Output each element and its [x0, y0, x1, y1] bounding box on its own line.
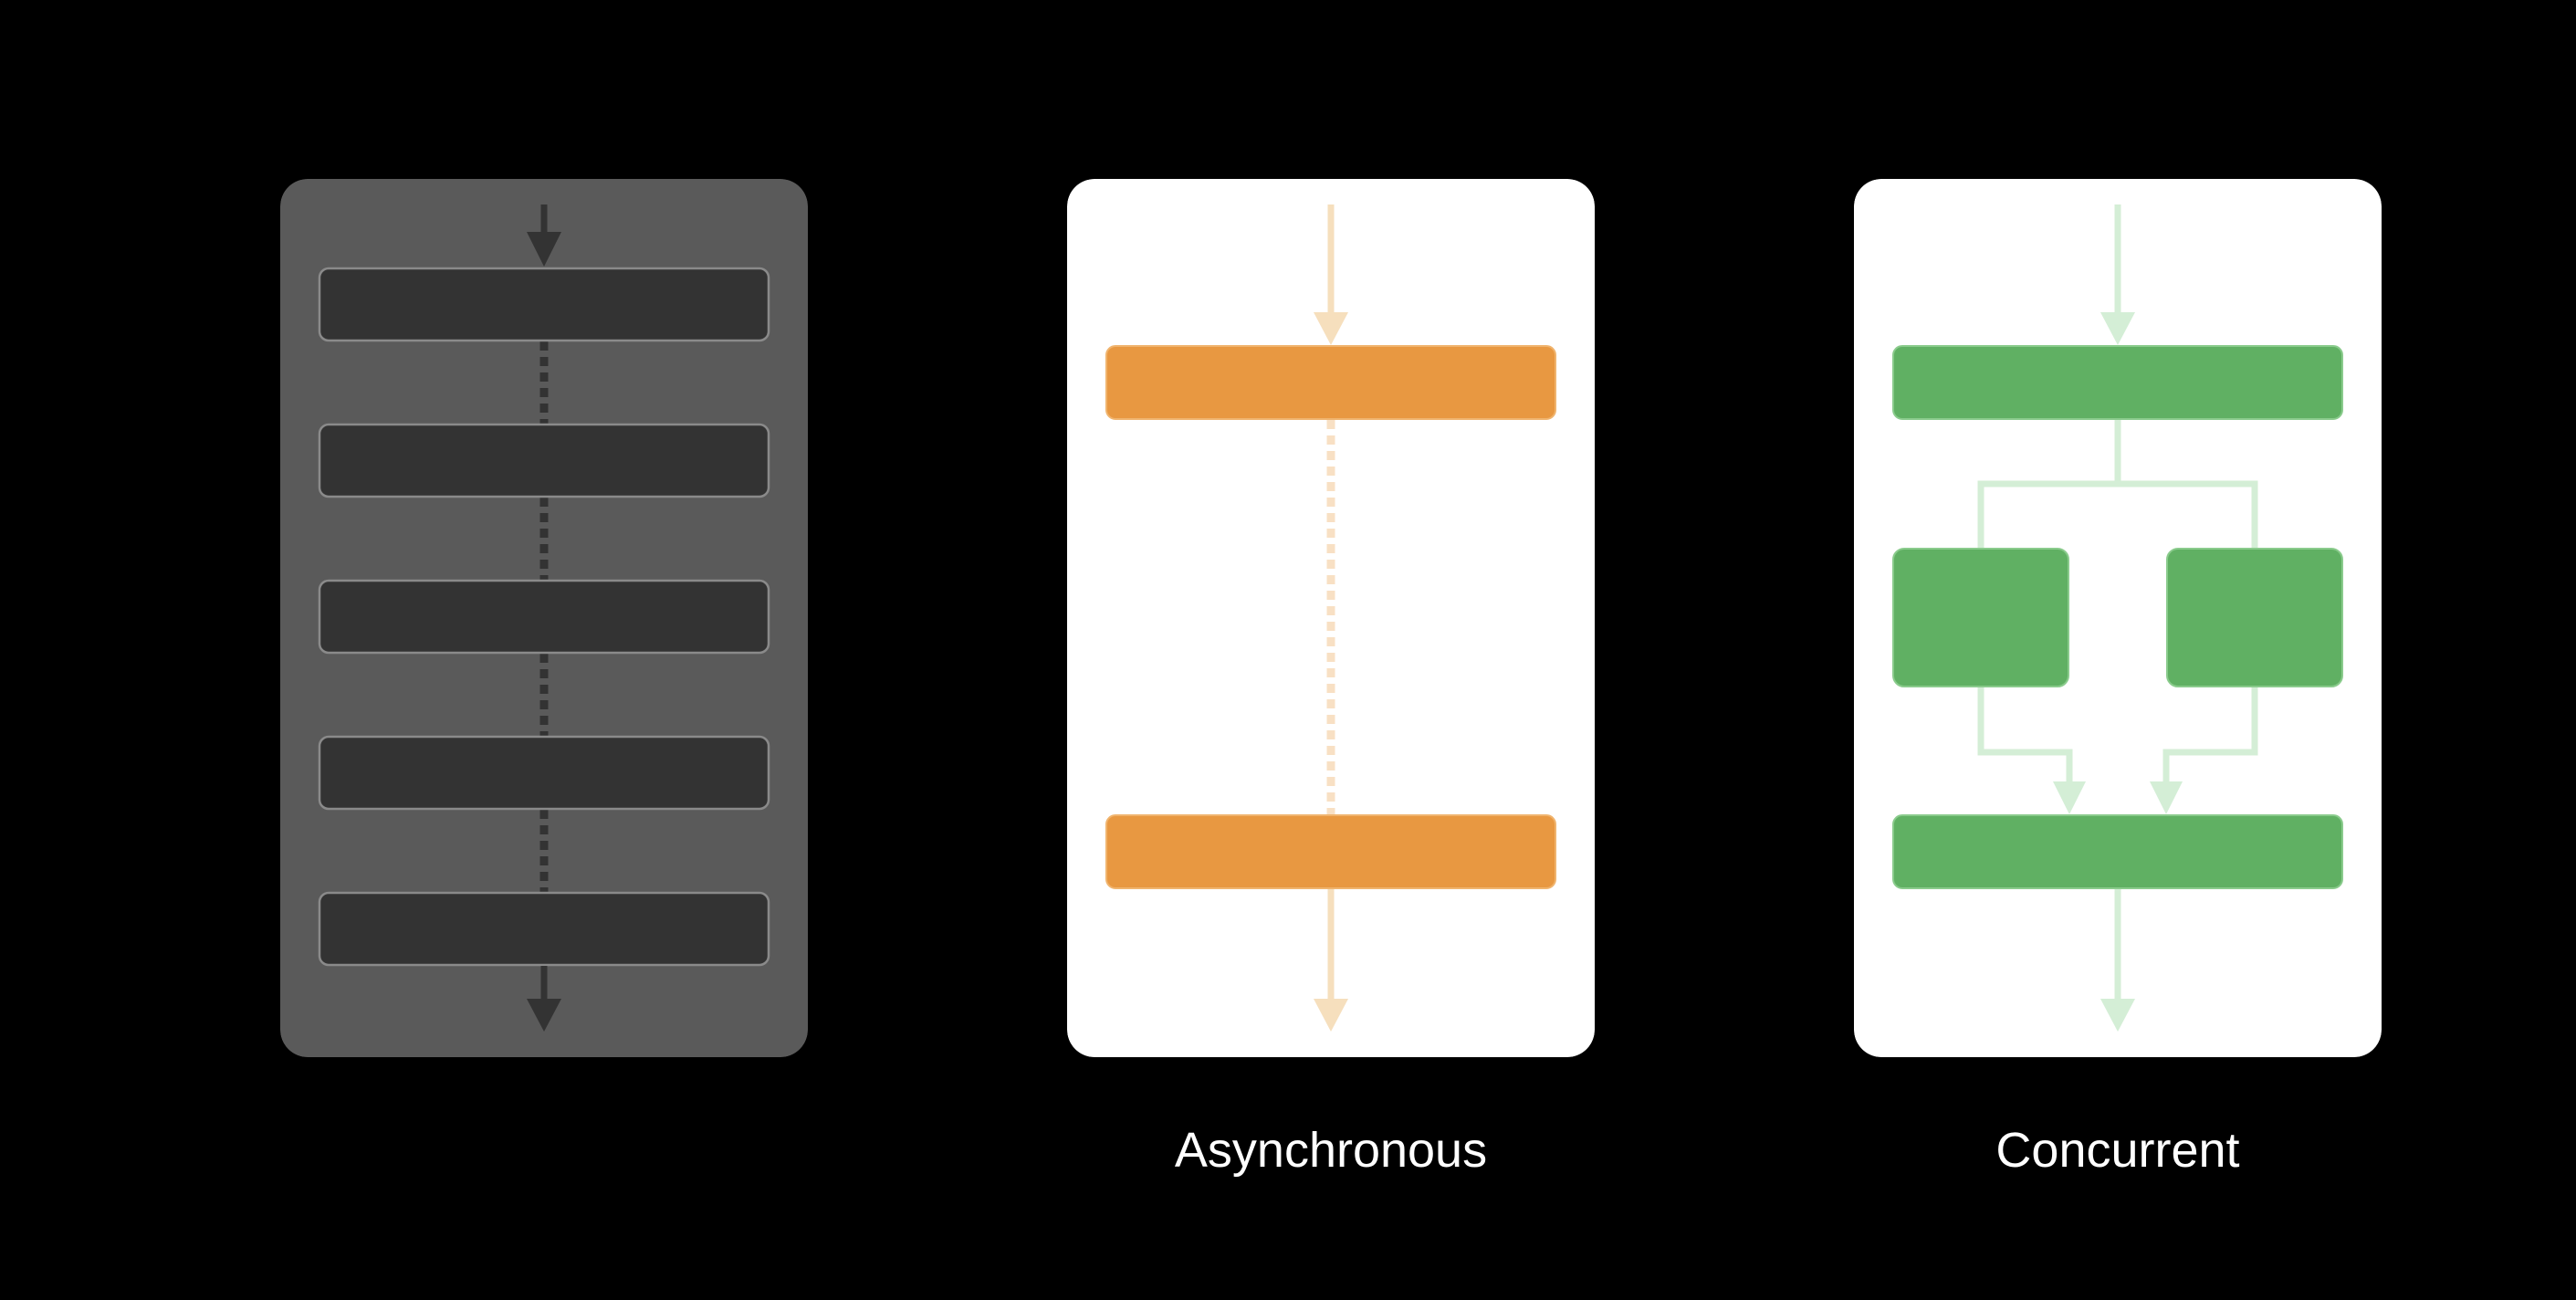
concurrent-join-right	[2162, 687, 2258, 785]
concurrent-diagram	[1854, 179, 2382, 1057]
concurrent-exit-arrowhead	[2100, 999, 2135, 1032]
concurrent-label: Concurrent	[1995, 1123, 2240, 1178]
asynchronous-diagram	[1067, 179, 1595, 1057]
sync-task-4	[318, 735, 770, 811]
synchronous-diagram	[280, 179, 808, 1057]
asynchronous-label: Asynchronous	[1174, 1123, 1488, 1178]
concurrent-entry-arrowhead	[2100, 312, 2135, 345]
synchronous-diagram-svg	[280, 179, 808, 1057]
concurrent-child-task-left	[1892, 548, 2069, 687]
sync-task-5	[318, 891, 770, 967]
sync-task-3	[318, 579, 770, 655]
concurrent-fork-left	[1977, 419, 2121, 548]
concurrent-join-left-arrowhead	[2053, 781, 2086, 814]
sync-task-2	[318, 423, 770, 498]
concurrent-join-left	[1977, 687, 2073, 785]
sync-task-1	[318, 267, 770, 342]
async-entry-arrowhead	[1314, 312, 1348, 345]
async-task-start	[1105, 345, 1556, 420]
async-exit-arrowhead	[1314, 999, 1348, 1032]
concurrent-child-task-right	[2166, 548, 2343, 687]
sync-entry-arrowhead	[527, 232, 561, 267]
async-task-resume	[1105, 814, 1556, 889]
concurrent-join-right-arrowhead	[2150, 781, 2183, 814]
concurrent-task-parent	[1892, 345, 2343, 420]
concurrent-task-continuation	[1892, 814, 2343, 889]
sync-exit-arrowhead	[527, 999, 561, 1032]
concurrent-fork-right	[2118, 480, 2258, 548]
concurrent-diagram-svg	[1854, 179, 2382, 1057]
asynchronous-diagram-svg	[1067, 179, 1595, 1057]
